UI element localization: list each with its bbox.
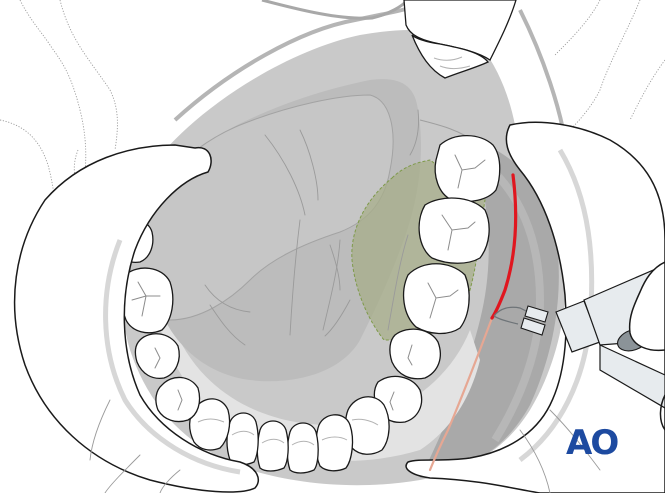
lateral-incisor-left (226, 412, 259, 466)
lateral-incisor-right (315, 414, 354, 472)
left-cheek-retractor (13, 144, 259, 493)
premolar-left-2 (134, 333, 180, 380)
ao-logo: AO (566, 423, 619, 463)
premolar-1 (389, 328, 441, 380)
gloved-hand (628, 261, 665, 352)
incision-line (428, 173, 518, 472)
molar-1 (434, 134, 501, 203)
molar-3 (402, 263, 470, 335)
premolar-left-1 (155, 376, 201, 423)
canine-left (188, 398, 231, 451)
central-incisor-left (256, 420, 289, 472)
central-incisor-right (286, 422, 319, 474)
upper-incisor-tooth (403, 0, 517, 79)
molar-left-1 (119, 267, 174, 334)
molar-2 (418, 197, 490, 264)
